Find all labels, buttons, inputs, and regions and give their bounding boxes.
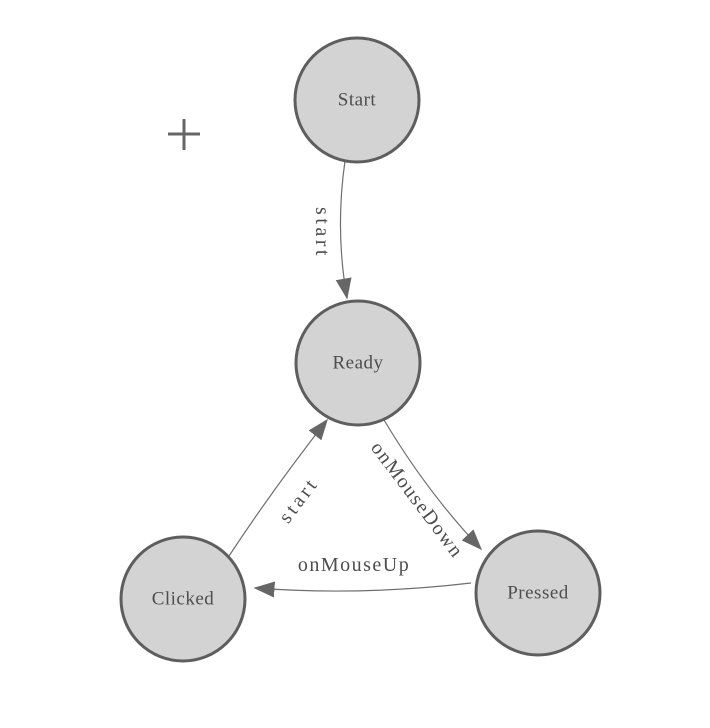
node-start[interactable]: Start (293, 36, 421, 164)
edge-pressed-to-clicked[interactable]: onMouseUp (253, 554, 472, 598)
edge-label: start (275, 473, 324, 528)
edge-start-to-ready[interactable]: start (311, 160, 352, 300)
node-pressed[interactable]: Pressed (474, 529, 602, 657)
edge-line[interactable] (383, 419, 483, 551)
node-label: Start (338, 90, 377, 111)
edge-line[interactable] (228, 418, 328, 557)
node-clicked[interactable]: Clicked (119, 535, 247, 663)
edge-line[interactable] (253, 581, 472, 598)
node-label: Pressed (507, 583, 569, 604)
node-ready[interactable]: Ready (294, 299, 422, 427)
node-circle[interactable] (474, 529, 602, 657)
edge-label: onMouseUp (298, 554, 410, 576)
node-circle[interactable] (293, 36, 421, 164)
plus-icon (168, 119, 200, 150)
edge-label: start (311, 207, 333, 259)
edge-line[interactable] (335, 160, 352, 300)
node-label: Clicked (152, 589, 215, 610)
node-label: Ready (332, 353, 383, 374)
edge-label: onMouseDown (366, 438, 468, 563)
edge-ready-to-pressed[interactable]: onMouseDown (366, 419, 483, 563)
node-circle[interactable] (294, 299, 422, 427)
node-circle[interactable] (119, 535, 247, 663)
edge-clicked-to-ready[interactable]: start (228, 418, 328, 557)
